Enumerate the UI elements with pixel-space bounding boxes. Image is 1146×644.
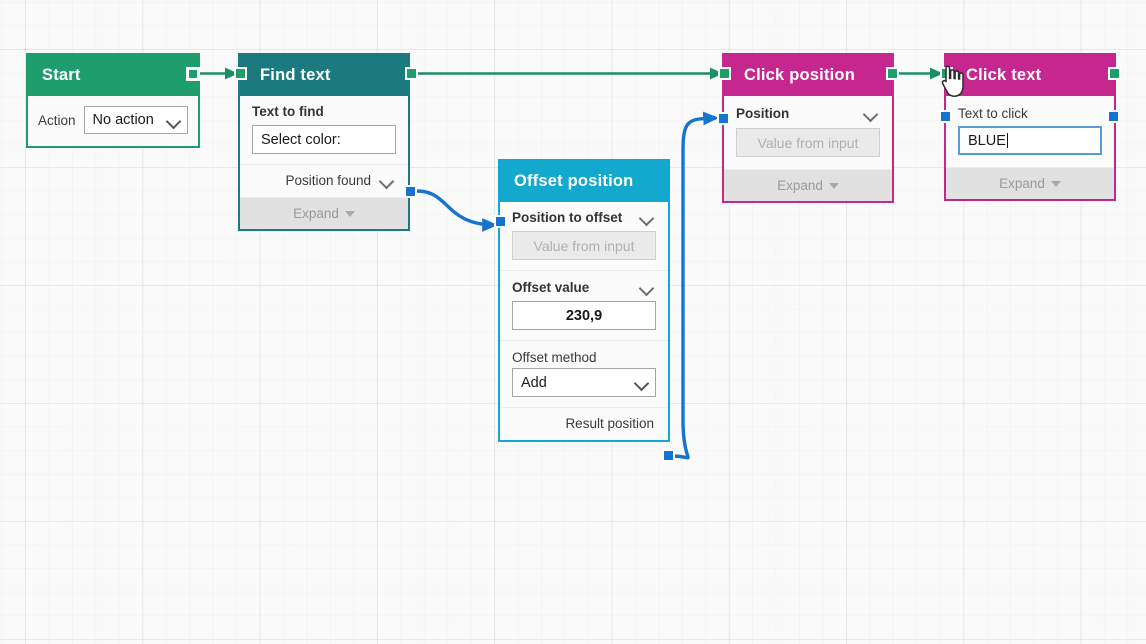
start-output-port[interactable] [186,67,200,81]
triangle-down-icon [344,210,355,217]
offset-result-position-port[interactable] [662,449,675,462]
click-text-right-port[interactable] [1107,110,1120,123]
offset-method-select-row: Add [500,368,668,407]
offset-value-label: Offset value [512,280,590,295]
offset-result-position-label: Result position [565,416,654,431]
find-text-input-row: Select color: [240,121,408,164]
click-position-row[interactable]: Position [724,96,892,126]
find-text-to-find-label: Text to find [252,104,324,119]
chevron-down-icon[interactable] [864,109,878,118]
node-click-position-title: Click position [744,66,855,84]
click-position-output-port[interactable] [886,67,899,80]
offset-value-input-value: 230,9 [565,307,603,324]
click-text-input[interactable]: BLUE [958,126,1102,155]
node-offset-position-title: Offset position [514,172,634,190]
offset-value-from-input: Value from input [512,231,656,260]
click-position-expand[interactable]: Expand [724,169,892,201]
find-text-expand-label: Expand [293,206,339,221]
click-text-input-row: BLUE [946,124,1114,167]
offset-value-from-input-row: Value from input [500,229,668,270]
click-text-label: Text to click [958,106,1028,121]
click-text-expand[interactable]: Expand [946,167,1114,199]
offset-value-from-input-text: Value from input [533,237,635,254]
divider [500,270,668,271]
node-start-title: Start [42,66,81,84]
offset-value-row[interactable]: Offset value [500,271,668,299]
find-text-input-value: Select color: [261,131,341,148]
find-text-output-port[interactable] [405,67,418,80]
chevron-down-icon [167,116,181,125]
offset-value-input[interactable]: 230,9 [512,301,656,330]
click-position-expand-label: Expand [777,178,823,193]
find-text-to-find-row: Text to find [240,96,408,121]
offset-method-select[interactable]: Add [512,368,656,397]
find-text-expand[interactable]: Expand [240,197,408,229]
click-text-input-port[interactable] [940,67,953,80]
node-click-text[interactable]: Click text Text to click BLUE Expand [944,53,1116,201]
divider [500,340,668,341]
wire-position-found-to-offset-input [416,189,498,232]
click-text-left-port[interactable] [939,110,952,123]
node-click-position[interactable]: Click position Position Value from input… [722,53,894,203]
find-text-input[interactable]: Select color: [252,125,396,154]
divider [240,164,408,165]
start-action-select[interactable]: No action [83,106,188,134]
click-text-input-value: BLUE [968,132,1006,149]
node-click-position-header: Click position [724,55,892,96]
node-offset-position-header: Offset position [500,161,668,202]
click-position-input-port[interactable] [718,67,731,80]
chevron-down-icon [635,378,649,387]
triangle-down-icon [1050,180,1061,187]
offset-value-input-row: 230,9 [500,299,668,340]
wire-result-position-to-click-position [671,111,719,460]
click-position-value-from-input-text: Value from input [757,134,859,151]
node-start-header: Start [28,55,198,96]
offset-position-input-port[interactable] [494,215,507,228]
offset-position-to-offset-row[interactable]: Position to offset [500,202,668,229]
find-text-input-port[interactable] [234,67,247,80]
click-text-label-row: Text to click [946,96,1114,124]
node-find-text-title: Find text [260,66,331,84]
click-position-value-from-input: Value from input [736,128,880,157]
node-find-text-header: Find text [240,55,408,96]
node-start[interactable]: Start Action No action [26,53,200,148]
offset-position-to-offset-label: Position to offset [512,210,623,225]
find-text-position-found-port[interactable] [404,185,417,198]
find-position-found-row[interactable]: Position found [240,165,408,197]
node-click-position-body: Position Value from input Expand [724,96,892,201]
divider [500,407,668,408]
offset-result-position-row[interactable]: Result position [500,408,668,440]
node-start-body: Action No action [28,96,198,146]
click-position-position-port[interactable] [717,112,730,125]
chevron-down-icon[interactable] [380,176,394,185]
node-click-text-body: Text to click BLUE Expand [946,96,1114,199]
start-action-label: Action [38,112,76,128]
offset-method-value: Add [521,374,547,391]
click-text-expand-label: Expand [999,176,1045,191]
triangle-down-icon [828,182,839,189]
node-offset-position-body: Position to offset Value from input Offs… [500,202,668,440]
start-action-value: No action [92,112,154,128]
text-caret [1006,133,1008,148]
find-position-found-label: Position found [285,173,371,188]
click-position-value-row: Value from input [724,126,892,169]
chevron-down-icon[interactable] [640,283,654,292]
offset-method-label-row: Offset method [500,341,668,368]
offset-method-label: Offset method [512,350,597,365]
click-position-label: Position [736,106,790,121]
node-click-text-title: Click text [966,66,1042,84]
chevron-down-icon[interactable] [640,213,654,222]
node-find-text[interactable]: Find text Text to find Select color: Pos… [238,53,410,231]
click-text-output-port[interactable] [1108,67,1121,80]
node-find-text-body: Text to find Select color: Position foun… [240,96,408,229]
node-click-text-header: Click text [946,55,1114,96]
node-offset-position[interactable]: Offset position Position to offset Value… [498,159,670,442]
